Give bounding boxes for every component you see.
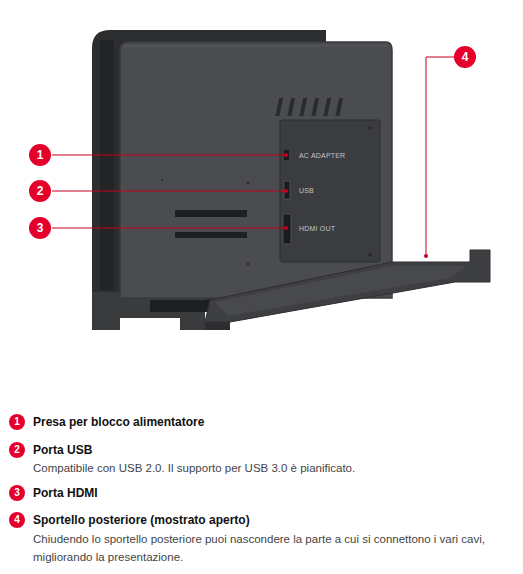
callout-number: 3 [29,217,51,239]
screw [246,262,250,266]
rear-door-inner [215,266,466,316]
hdmi-port [283,214,291,244]
callout-number: 1 [9,414,25,430]
ac-port [284,150,289,160]
panel-slot [175,232,247,238]
item-description: Compatibile con USB 2.0. Il supporto per… [33,459,511,477]
panel-highlight [124,46,388,47]
callout-number: 4 [9,512,25,528]
item-heading: Porta HDMI [33,485,511,501]
rear-door-edge [205,322,230,330]
mark [161,179,163,181]
item-heading: Presa per blocco alimentatore [33,414,511,430]
port-label: USB [299,187,314,194]
callout-number: 4 [454,46,476,68]
back-panel [120,42,392,298]
rear-door [205,250,490,322]
port-block [280,120,380,262]
port-label: HDMI OUT [299,225,335,232]
leader-dots [284,153,428,258]
callout-number: 3 [9,485,25,501]
vent-slots [275,98,343,116]
item-heading: Sportello posteriore (mostrato aperto) [33,512,511,528]
dock-edge [100,40,114,290]
callout-number: 2 [9,442,25,458]
port-label: AC ADAPTER [299,152,345,159]
panel-slot [175,210,247,217]
screw [246,181,250,185]
item-description: Chiudendo lo sportello posteriore puoi n… [33,530,511,566]
screw [368,253,372,257]
item-heading: Porta USB [33,442,511,458]
screw [368,126,372,130]
usb-port [284,181,290,199]
callout-number: 2 [29,180,51,202]
leader-lines [52,57,454,256]
callout-number: 1 [29,144,51,166]
